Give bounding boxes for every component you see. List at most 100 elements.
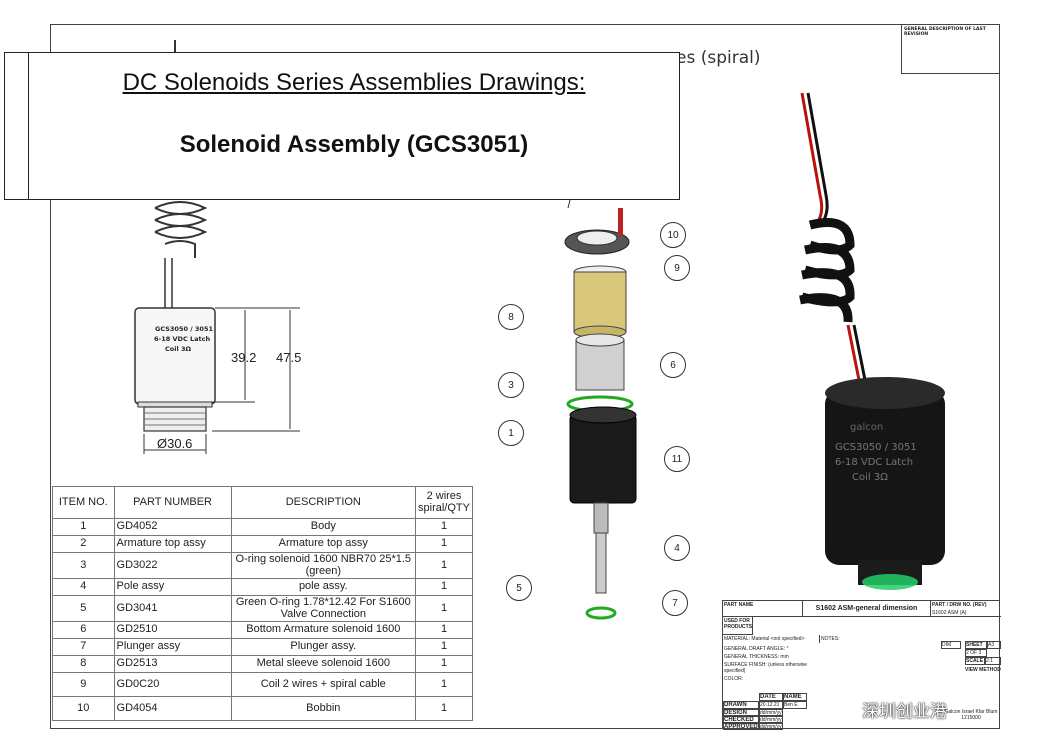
tb-color: COLOR: [724,676,744,682]
product-render: galcon GCS3050 / 3051 6-18 VDC Latch Coi… [799,92,945,590]
bom-cell-description: Plunger assy. [230,638,417,656]
bom-cell-item: 10 [52,696,115,721]
balloon-4: 4 [664,535,690,561]
bom-header-description: DESCRIPTION [230,486,417,519]
side-label-line-2: 6-18 VDC Latch [154,335,210,343]
side-view-drawing: GCS3050 / 3051 6-18 VDC Latch Coil 3Ω [134,40,300,454]
product-brand-text: galcon [850,422,883,433]
tb-name-label: NAME [783,693,807,701]
bom-cell-part-number: GD0C20 [113,672,232,697]
bom-header-item: ITEM NO. [52,486,115,519]
bom-cell-description: O-ring solenoid 1600 NBR70 25*1.5 (green… [230,552,417,579]
tb-surface: SURFACE FINISH: (unless otherwise specif… [724,662,808,674]
tb-material: MATERIAL: Material <not specified> [724,636,805,642]
tb-thickness: GENERAL THICKNESS: mm [724,654,789,660]
bom-cell-part-number: GD2513 [113,655,232,673]
product-label-line-3: Coil 3Ω [852,472,888,483]
bom-header-qty: 2 wires spiral/QTY [415,486,473,519]
bom-cell-part-number: Armature top assy [113,535,232,553]
dimension-height-39-2: 39.2 [231,350,257,365]
tb-company: Galcon Israel Kfar Blum 1215000 [944,709,998,721]
tb-checked-date: dd/mm/yy [759,716,783,723]
bom-cell-description: Green O-ring 1.78*12.42 For S1600 Valve … [230,595,417,622]
bom-cell-item: 5 [52,595,115,622]
balloon-10: 10 [660,222,686,248]
tb-part-name-label: PART NAME [723,601,803,617]
side-label-line-3: Coil 3Ω [165,345,191,353]
bom-cell-qty: 1 [415,696,473,721]
tb-size: A3 [987,641,1001,649]
bom-cell-description: Body [230,518,417,536]
bom-cell-qty: 1 [415,655,473,673]
bom-cell-item: 8 [52,655,115,673]
tb-sheet: 2 OF 3 [965,649,987,657]
tb-view-method: VIEW METHOD [965,667,1001,673]
tb-design-date: dd/mm/yy [759,709,783,716]
bom-cell-item: 1 [52,518,115,536]
product-label-line-1: GCS3050 / 3051 [835,442,917,453]
bom-cell-part-number: GD3022 [113,552,232,579]
balloon-9: 9 [664,255,690,281]
tb-approved: APPROVED [723,723,759,730]
dimension-height-47-5: 47.5 [276,350,302,365]
tb-drw-label: PART / DRW NO. (REV) [932,602,987,608]
tb-design: DESIGN [723,709,759,716]
bom-cell-part-number: GD4052 [113,518,232,536]
title-banner: DC Solenoids Series Assemblies Drawings:… [28,52,680,200]
bom-table: ITEM NO. PART NUMBER DESCRIPTION 2 wires… [52,486,473,721]
bom-cell-qty: 1 [415,672,473,697]
product-label-line-2: 6-18 VDC Latch [835,457,913,468]
bom-cell-part-number: GD3041 [113,595,232,622]
bom-cell-item: 9 [52,672,115,697]
tb-drawn: DRAWN [723,701,759,709]
watermark-text: 深圳创业港 [862,702,947,722]
bom-cell-part-number: Pole assy [113,578,232,596]
balloon-5: 5 [506,575,532,601]
bom-cell-description: Bobbin [230,696,417,721]
bom-cell-qty: 1 [415,578,473,596]
bom-cell-qty: 1 [415,595,473,622]
bom-cell-description: Coil 2 wires + spiral cable [230,672,417,697]
balloon-6: 6 [660,352,686,378]
tb-scale-label: SCALE [965,657,985,665]
bom-header-row: ITEM NO. PART NUMBER DESCRIPTION 2 wires… [52,486,473,519]
side-label-line-1: GCS3050 / 3051 [155,325,213,333]
drawing-title-partial: es (spiral) [676,48,761,68]
tb-scale: 2:1 [985,657,1001,665]
dimension-diameter: Ø30.6 [157,436,193,451]
banner-subtitle: Solenoid Assembly (GCS3051) [179,131,529,158]
bom-cell-item: 7 [52,638,115,656]
bom-cell-qty: 1 [415,621,473,639]
tb-dim-label: DIM [941,641,961,649]
balloon-1: 1 [498,420,524,446]
balloon-3: 3 [498,372,524,398]
bom-cell-qty: 1 [415,638,473,656]
bom-cell-description: Armature top assy [230,535,417,553]
balloon-7: 7 [662,590,688,616]
bom-cell-item: 4 [52,578,115,596]
bom-cell-qty: 1 [415,552,473,579]
tb-sheet-label: SHEET [965,641,987,649]
bom-cell-item: 6 [52,621,115,639]
bom-cell-description: Metal sleeve solenoid 1600 [230,655,417,673]
balloon-11: 11 [664,446,690,472]
bom-cell-part-number: GD2510 [113,621,232,639]
tb-checked: CHECKED [723,716,759,723]
bom-cell-part-number: Plunger assy [113,638,232,656]
tb-draft: GENERAL DRAFT ANGLE: ° [724,646,789,652]
title-block: PART NAME S1602 ASM-general dimension PA… [722,600,1001,730]
drawing-sheet-border [50,24,1000,729]
tb-approved-date: dd/mm/yy [759,723,783,730]
tb-used-for: USED FOR PRODUCTS [723,617,753,635]
bom-cell-description: Bottom Armature solenoid 1600 [230,621,417,639]
exploded-view-drawing [564,200,637,620]
bom-cell-description: pole assy. [230,578,417,596]
revision-box: GENERAL DESCRIPTION OF LAST REVISION [901,24,1000,74]
